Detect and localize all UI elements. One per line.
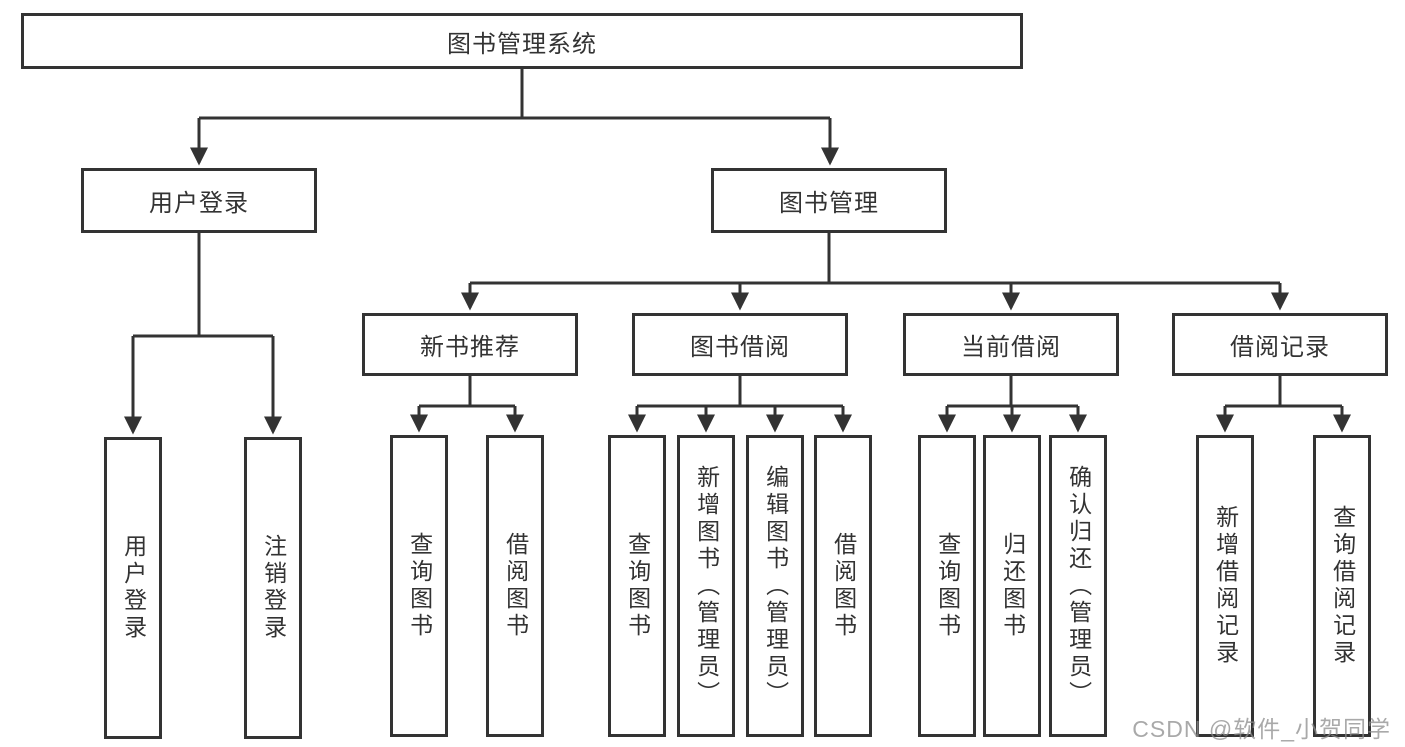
- node-new-book-recommend: 新书推荐: [362, 313, 578, 376]
- leaf-query-books-current: 查询图书: [918, 435, 976, 737]
- leaf-borrow-books-borrowing: 借阅图书: [814, 435, 872, 737]
- node-root-system-label: 图书管理系统: [447, 30, 597, 58]
- leaf-borrow-books-recommend: 借阅图书: [486, 435, 544, 737]
- leaf-logout: 注销登录: [244, 437, 302, 739]
- leaf-user-login-label: 用户登录: [120, 534, 147, 642]
- node-borrowing-records-label: 借阅记录: [1230, 334, 1330, 361]
- node-user-login: 用户登录: [81, 168, 317, 233]
- node-current-borrowing-label: 当前借阅: [961, 334, 1061, 361]
- leaf-query-books-borrowing: 查询图书: [608, 435, 666, 737]
- leaf-edit-book-admin: 编辑图书（管理员）: [746, 435, 804, 737]
- node-borrowing-records: 借阅记录: [1172, 313, 1388, 376]
- leaf-query-books-current-label: 查询图书: [934, 532, 961, 640]
- leaf-query-books-recommend: 查询图书: [390, 435, 448, 737]
- leaf-add-borrow-record-label: 新增借阅记录: [1212, 505, 1239, 667]
- leaf-confirm-return-admin: 确认归还（管理员）: [1049, 435, 1107, 737]
- node-root-system: 图书管理系统: [21, 13, 1023, 69]
- node-book-management-label: 图书管理: [779, 190, 879, 217]
- node-book-borrowing: 图书借阅: [632, 313, 848, 376]
- leaf-edit-book-admin-label: 编辑图书（管理员）: [762, 464, 789, 708]
- leaf-query-books-borrowing-label: 查询图书: [624, 532, 651, 640]
- leaf-return-book: 归还图书: [983, 435, 1041, 737]
- csdn-watermark: CSDN @软件_小贺同学: [1132, 716, 1391, 742]
- leaf-query-books-recommend-label: 查询图书: [406, 532, 433, 640]
- node-book-borrowing-label: 图书借阅: [690, 334, 790, 361]
- leaf-query-borrow-record-label: 查询借阅记录: [1329, 505, 1356, 667]
- leaf-query-borrow-record: 查询借阅记录: [1313, 435, 1371, 737]
- node-new-book-recommend-label: 新书推荐: [420, 334, 520, 361]
- leaf-confirm-return-admin-label: 确认归还（管理员）: [1065, 464, 1092, 708]
- leaf-borrow-books-recommend-label: 借阅图书: [502, 532, 529, 640]
- leaf-add-book-admin-label: 新增图书（管理员）: [693, 464, 720, 708]
- leaf-add-borrow-record: 新增借阅记录: [1196, 435, 1254, 737]
- leaf-return-book-label: 归还图书: [999, 532, 1026, 640]
- leaf-logout-label: 注销登录: [260, 534, 287, 642]
- node-user-login-label: 用户登录: [149, 190, 249, 217]
- leaf-borrow-books-borrowing-label: 借阅图书: [830, 532, 857, 640]
- node-book-management: 图书管理: [711, 168, 947, 233]
- node-current-borrowing: 当前借阅: [903, 313, 1119, 376]
- leaf-user-login: 用户登录: [104, 437, 162, 739]
- leaf-add-book-admin: 新增图书（管理员）: [677, 435, 735, 737]
